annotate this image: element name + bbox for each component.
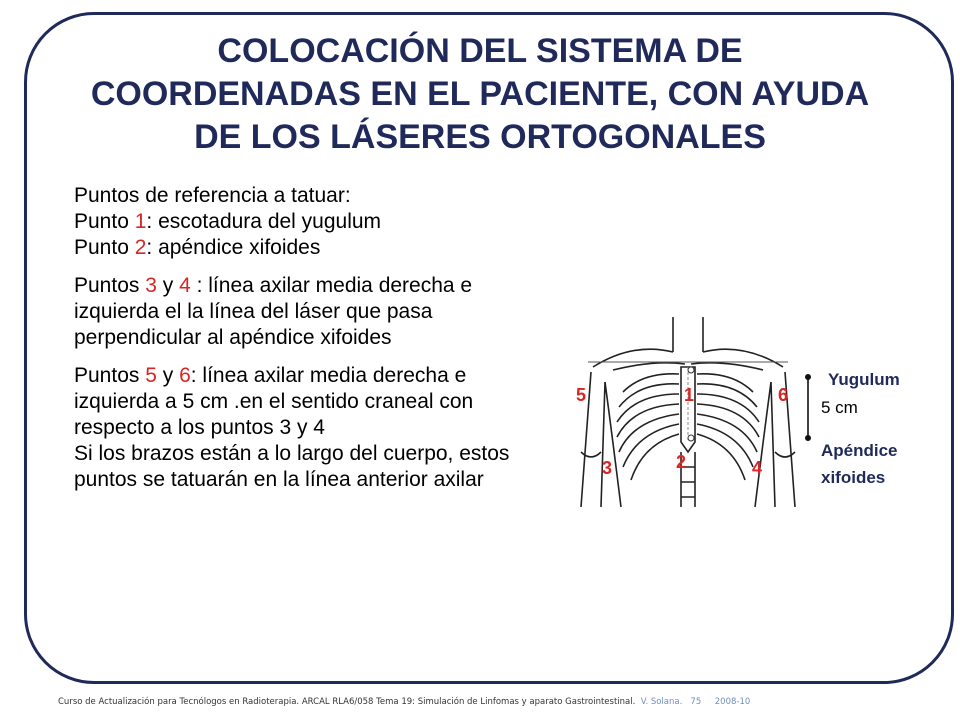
p2-mid: y xyxy=(156,274,180,297)
point1-prefix: Punto xyxy=(74,210,135,233)
footer-page: 75 xyxy=(690,697,702,707)
point2-number: 2 xyxy=(134,236,147,259)
figure-label-4: 4 xyxy=(752,458,763,478)
footer-course: Curso de Actualización para Tecnólogos e… xyxy=(58,697,636,707)
reference-heading: Puntos de referencia a tatuar: xyxy=(74,184,351,207)
paragraph-points-3-4: Puntos 3 y 4 : línea axilar media derech… xyxy=(74,273,554,351)
figure-label-3: 3 xyxy=(602,458,613,478)
yugulum-label: Yugulum xyxy=(828,370,900,389)
p4-text: Si los brazos están a lo largo del cuerp… xyxy=(74,442,510,491)
point1-number: 1 xyxy=(134,210,147,233)
point6-number: 6 xyxy=(179,364,191,387)
p3-text: : línea axilar media derecha e izquierda… xyxy=(74,364,474,439)
slide-frame xyxy=(24,12,954,684)
slide-title: COLOCACIÓN DEL SISTEMA DE COORDENADAS EN… xyxy=(40,30,920,159)
title-line-2: COORDENADAS EN EL PACIENTE, CON AYUDA xyxy=(90,75,870,113)
thorax-skeleton-illustration xyxy=(580,317,796,508)
figure-label-2: 2 xyxy=(676,452,687,472)
apendice-label: Apéndice xyxy=(821,441,898,460)
point2-text: : apéndice xifoides xyxy=(146,236,321,259)
p3-prefix: Puntos xyxy=(74,364,146,387)
p3-mid: y xyxy=(156,364,180,387)
point3-number: 3 xyxy=(145,274,157,297)
point5-number: 5 xyxy=(145,364,157,387)
point2-prefix: Punto xyxy=(74,236,135,259)
figure-label-6: 6 xyxy=(778,385,789,405)
point1-text: : escotadura del yugulum xyxy=(146,210,382,233)
distance-marker xyxy=(805,374,811,441)
distance-label: 5 cm xyxy=(821,398,858,417)
title-line-1: COLOCACIÓN DEL SISTEMA DE xyxy=(217,32,743,70)
footer: Curso de Actualización para Tecnólogos e… xyxy=(58,697,750,707)
figure-label-1: 1 xyxy=(684,385,695,405)
paragraph-points-5-6: Puntos 5 y 6: línea axilar media derecha… xyxy=(74,363,554,493)
point4-number: 4 xyxy=(179,274,191,297)
xifoides-label: xifoides xyxy=(821,468,886,487)
footer-year: 2008-10 xyxy=(714,697,751,707)
p2-text: : línea axilar media derecha e izquierda… xyxy=(74,274,473,349)
figure-label-5: 5 xyxy=(576,385,587,405)
title-line-3: DE LOS LÁSERES ORTOGONALES xyxy=(194,118,766,156)
footer-author: V. Solana. xyxy=(640,697,683,707)
paragraph-reference-points: Puntos de referencia a tatuar: Punto 1: … xyxy=(74,183,554,261)
p2-prefix: Puntos xyxy=(74,274,146,297)
body-text: Puntos de referencia a tatuar: Punto 1: … xyxy=(74,183,554,493)
